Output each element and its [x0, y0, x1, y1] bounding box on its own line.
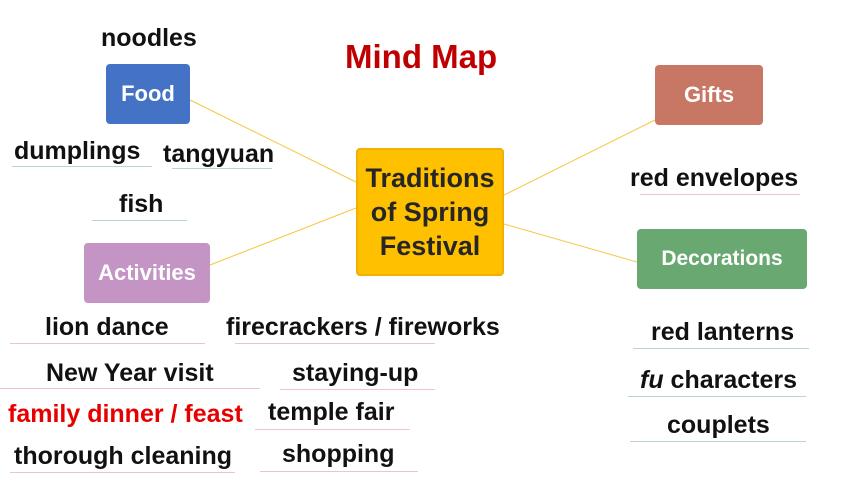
- central-topic-line-1: Traditions: [365, 163, 495, 193]
- food-item-tangyuan: tangyuan: [163, 140, 275, 168]
- underline-temple-fair: [255, 429, 410, 430]
- connector-food: [189, 99, 357, 183]
- gift-item-red-envelopes: red envelopes: [630, 164, 799, 192]
- activity-item-shopping: shopping: [282, 440, 395, 468]
- underline-fish: [92, 220, 187, 221]
- underline-fu-characters: [628, 396, 806, 397]
- food-item-fish: fish: [119, 190, 164, 218]
- underline-red-lanterns: [633, 348, 809, 349]
- activity-item-temple-fair: temple fair: [268, 398, 395, 426]
- category-gifts-box: Gifts: [655, 65, 763, 125]
- page-title: Mind Map: [345, 38, 498, 75]
- underline-thorough-cleaning: [10, 472, 235, 473]
- activity-item-lion-dance: lion dance: [45, 313, 169, 341]
- connector-gifts: [503, 119, 656, 196]
- category-activities-box: Activities: [84, 243, 210, 303]
- central-topic-line-2: of Spring: [370, 197, 490, 227]
- underline-tangyuan: [172, 168, 272, 169]
- underline-dumplings: [12, 166, 152, 167]
- central-topic-box: Traditions of Spring Festival: [356, 148, 504, 276]
- central-topic-line-3: Festival: [379, 231, 481, 261]
- food-item-noodles: noodles: [101, 24, 197, 52]
- decoration-item-fu-characters: fu characters: [640, 366, 797, 395]
- activity-item-family-dinner: family dinner / feast: [8, 400, 243, 428]
- decoration-item-red-lanterns: red lanterns: [651, 318, 795, 346]
- category-decorations-box: Decorations: [637, 229, 807, 289]
- activity-item-new-year-visit: New Year visit: [46, 359, 214, 387]
- fu-italic-text: fu: [640, 366, 664, 394]
- underline-red-envelopes: [640, 194, 800, 195]
- underline-shopping: [260, 471, 418, 472]
- characters-text: characters: [663, 366, 798, 394]
- connector-activities: [209, 207, 357, 266]
- underline-staying-up: [280, 389, 435, 390]
- category-food-box: Food: [106, 64, 190, 124]
- activity-item-firecrackers: firecrackers / fireworks: [226, 313, 500, 341]
- underline-new-year-visit: [0, 388, 260, 389]
- underline-couplets: [630, 441, 806, 442]
- food-item-dumplings: dumplings: [14, 137, 141, 165]
- underline-lion-dance: [10, 343, 205, 344]
- decoration-item-couplets: couplets: [667, 411, 770, 439]
- connector-decorations: [503, 223, 638, 263]
- activity-item-thorough-cleaning: thorough cleaning: [14, 442, 233, 470]
- activity-item-staying-up: staying-up: [292, 359, 419, 387]
- underline-firecrackers: [235, 343, 435, 344]
